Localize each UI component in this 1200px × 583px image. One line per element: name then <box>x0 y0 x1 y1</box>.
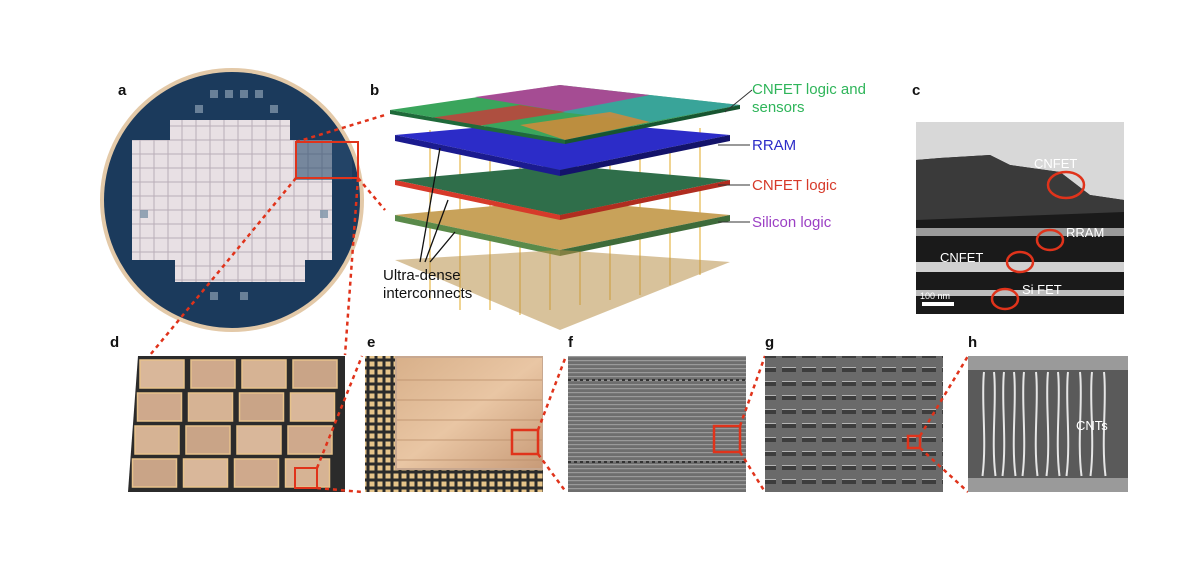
chip-die <box>238 392 285 422</box>
carbon-nanotube <box>1034 371 1039 477</box>
layer-label-cnfet-sensors: CNFET logic and <box>752 81 866 98</box>
panel-label-h: h <box>968 334 977 351</box>
tem-label-cnfet-top: CNFET <box>1034 156 1077 171</box>
panel-label-d: d <box>110 334 119 351</box>
chip-die <box>185 425 231 455</box>
carbon-nanotube <box>1045 371 1050 477</box>
panel-c-cross-section: c CNFET RRAM CNFET Si FET 100 nm <box>912 82 1124 314</box>
interconnect-label-line2: interconnects <box>383 285 472 302</box>
chip-die <box>136 392 183 422</box>
chip-die <box>182 458 229 488</box>
carbon-nanotube <box>1012 371 1017 477</box>
carbon-nanotube <box>981 371 986 477</box>
sem-image-f <box>568 356 746 492</box>
sem-image-g <box>765 356 943 492</box>
layer-label-silicon-logic: Silicon logic <box>752 214 832 231</box>
panel-e-die: e <box>365 334 543 492</box>
wafer-zoom-box <box>295 141 359 179</box>
carbon-nanotube <box>1021 371 1026 477</box>
layer-silicon-logic <box>395 200 730 250</box>
layer-silicon-base <box>395 250 730 330</box>
layer-rram <box>395 120 730 170</box>
carbon-nanotube <box>1078 371 1083 477</box>
carbon-nanotube <box>992 371 997 477</box>
wafer-notch-region <box>296 140 352 180</box>
panel-label-g: g <box>765 334 774 351</box>
chip-array-background <box>128 356 345 492</box>
wafer-test-structures <box>140 90 328 300</box>
sem-f-zoom-box <box>712 424 742 454</box>
die-zoom-box <box>510 428 540 456</box>
carbon-nanotubes <box>981 371 1107 477</box>
chip-die <box>292 359 338 389</box>
tem-label-rram: RRAM <box>1066 225 1104 240</box>
wafer-die-grid-top <box>170 120 290 140</box>
zoom-connector-g-h <box>918 355 970 493</box>
layer-label-cnfet-sensors-line2: sensors <box>752 99 805 116</box>
panel-g-sem: g <box>765 334 943 492</box>
panel-b-3d-stack: b CNFET logic and sen <box>370 81 866 330</box>
zoom-connector-a-d <box>149 113 386 356</box>
panel-f-sem: f <box>568 334 746 492</box>
chip-die <box>131 458 178 488</box>
scale-bar <box>922 302 954 306</box>
die-core <box>397 358 542 468</box>
chip-die <box>134 425 180 455</box>
panel-d-chip-array: d <box>110 334 345 492</box>
chip-die <box>190 359 236 389</box>
carbon-nanotube <box>1089 371 1094 477</box>
chip-die <box>233 458 280 488</box>
layer-cnfet-logic <box>395 165 730 215</box>
zoom-connector-e-f <box>536 355 568 493</box>
carbon-nanotube <box>1001 371 1006 477</box>
chip-die <box>236 425 282 455</box>
interconnect-label-line1: Ultra-dense <box>383 267 461 284</box>
wafer-die-grid-bottom <box>175 260 305 282</box>
layer-label-cnfet-logic: CNFET logic <box>752 177 837 194</box>
tem-label-cnfet-bottom: CNFET <box>940 250 983 265</box>
panel-label-b: b <box>370 82 379 99</box>
chip-die <box>241 359 287 389</box>
layer-label-rram: RRAM <box>752 137 796 154</box>
tem-highlight-circles <box>990 170 1086 311</box>
panel-a-wafer: a <box>100 68 364 332</box>
panel-label-a: a <box>118 82 127 99</box>
panel-h-cnt: h CNTs <box>968 334 1128 492</box>
cnt-label: CNTs <box>1076 418 1108 433</box>
chip-die <box>284 458 331 488</box>
scale-bar-label: 100 nm <box>920 291 950 301</box>
carbon-nanotube <box>1065 371 1070 477</box>
panel-label-c: c <box>912 82 920 99</box>
chip-zoom-box <box>294 467 318 489</box>
panel-label-f: f <box>568 334 574 351</box>
chip-die <box>187 392 234 422</box>
panel-label-e: e <box>367 334 375 351</box>
interconnect-arrows <box>419 147 456 263</box>
carbon-nanotube <box>1056 371 1061 477</box>
chip-die <box>139 359 185 389</box>
chip-die <box>287 425 333 455</box>
carbon-nanotube <box>1102 371 1107 477</box>
tem-label-si-fet: Si FET <box>1022 282 1062 297</box>
chip-die <box>289 392 336 422</box>
chip-grid <box>131 359 338 488</box>
sem-g-zoom-box <box>906 434 922 450</box>
